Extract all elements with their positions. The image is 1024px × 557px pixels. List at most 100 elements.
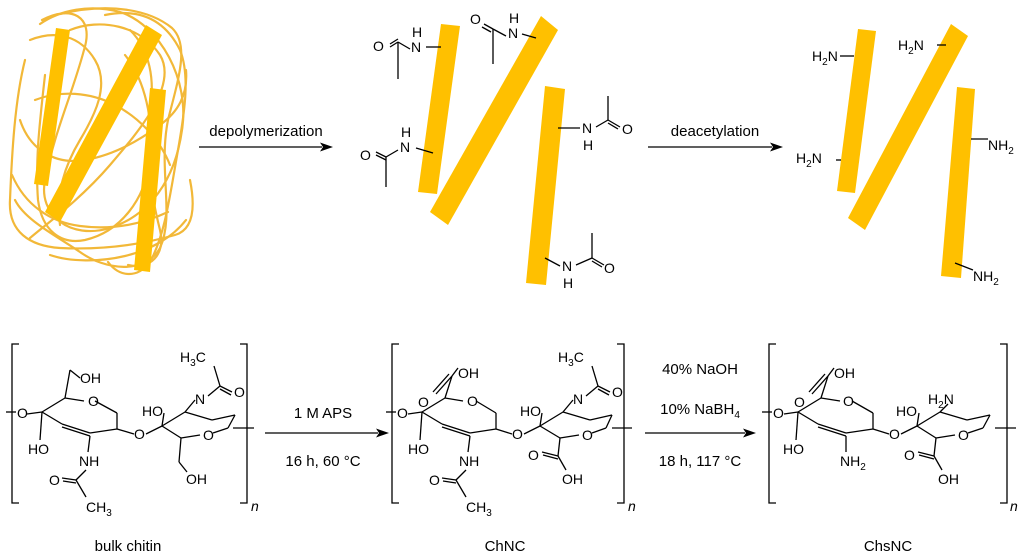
svg-text:OH: OH	[834, 365, 855, 381]
svg-text:O: O	[528, 447, 539, 463]
deacetylation-arrow: deacetylation	[648, 123, 783, 152]
chsnc-rod	[941, 87, 975, 278]
svg-text:N: N	[411, 39, 421, 55]
chsnc-rods: H2N H2N H2N NH2 NH2	[796, 24, 1014, 288]
chnc-structure: n O O O OH HO NH O CH3 O	[386, 343, 636, 555]
amine-group: H2N	[898, 37, 946, 57]
svg-text:H: H	[509, 10, 519, 26]
chitin-rod	[34, 28, 70, 186]
conditions-1: 16 h, 60 °C	[285, 453, 360, 470]
svg-text:O: O	[88, 393, 99, 409]
svg-text:O: O	[622, 121, 633, 137]
chitin-rod	[134, 88, 166, 272]
svg-text:O: O	[467, 393, 478, 409]
svg-text:N: N	[573, 391, 583, 407]
svg-text:H3C: H3C	[558, 349, 584, 369]
svg-text:HO: HO	[520, 403, 541, 419]
svg-text:CH3: CH3	[86, 499, 112, 519]
svg-text:N: N	[508, 25, 518, 41]
reagent-aps: 1 M APS	[294, 405, 352, 422]
svg-text:CH3: CH3	[466, 499, 492, 519]
chitin-rod	[45, 25, 162, 222]
svg-text:O: O	[512, 426, 523, 442]
bulk-chitin-fiber-bundle	[8, 7, 194, 276]
svg-text:OH: OH	[80, 370, 101, 386]
chnc-rod	[418, 24, 460, 194]
svg-text:H: H	[412, 24, 422, 40]
chnc-rod	[526, 86, 565, 285]
svg-text:O: O	[203, 427, 214, 443]
chsnc-structure: n O O O OH HO NH2 O O HO	[762, 343, 1018, 555]
svg-text:O: O	[17, 405, 28, 421]
svg-text:O: O	[470, 11, 481, 27]
svg-text:NH2: NH2	[988, 137, 1014, 157]
svg-text:O: O	[604, 260, 615, 276]
acetamide-group: N H O	[360, 124, 434, 187]
svg-text:N: N	[195, 391, 205, 407]
svg-text:H: H	[583, 137, 593, 153]
svg-text:H: H	[563, 275, 573, 291]
reagent-nabh4: 10% NaBH4	[660, 401, 740, 421]
chnc-rod	[430, 16, 558, 225]
amine-group: H2N	[812, 48, 854, 68]
chnc-rods: N H O N H O N H O	[360, 10, 633, 291]
depolymerization-arrow: depolymerization	[199, 123, 333, 152]
chnc-caption: ChNC	[485, 538, 526, 555]
repeat-n: n	[628, 498, 636, 514]
acetamide-group: N H O	[470, 10, 537, 64]
repeat-n: n	[251, 498, 259, 514]
svg-text:HO: HO	[408, 441, 429, 457]
svg-text:NH: NH	[459, 453, 479, 469]
svg-text:O: O	[582, 427, 593, 443]
deacetylation-label: deacetylation	[671, 123, 759, 140]
svg-text:O: O	[373, 38, 384, 54]
svg-text:O: O	[794, 394, 805, 410]
svg-text:HO: HO	[896, 403, 917, 419]
acetamide-group: N H O	[373, 24, 441, 79]
svg-text:O: O	[397, 405, 408, 421]
svg-text:N: N	[562, 258, 572, 274]
svg-text:HO: HO	[142, 403, 163, 419]
amine-group: NH2	[954, 262, 999, 288]
svg-text:H3C: H3C	[180, 349, 206, 369]
svg-text:NH: NH	[79, 453, 99, 469]
svg-text:OH: OH	[562, 471, 583, 487]
svg-text:H2N: H2N	[812, 48, 838, 68]
svg-text:NH2: NH2	[973, 268, 999, 288]
conditions-2: 18 h, 117 °C	[659, 453, 742, 470]
acetamide-group: N H O	[544, 233, 615, 291]
chsnc-rod	[848, 24, 968, 230]
svg-text:O: O	[889, 426, 900, 442]
svg-text:O: O	[134, 426, 145, 442]
svg-text:H2N: H2N	[898, 37, 924, 57]
svg-text:O: O	[612, 384, 623, 400]
reagent-naoh: 40% NaOH	[662, 361, 738, 378]
depolymerization-label: depolymerization	[209, 123, 322, 140]
reaction-arrow-1: 1 M APS 16 h, 60 °C	[265, 405, 389, 470]
svg-text:N: N	[582, 120, 592, 136]
svg-text:H2N: H2N	[796, 150, 822, 170]
bulk-chitin-caption: bulk chitin	[95, 538, 162, 555]
chsnc-caption: ChsNC	[864, 538, 913, 555]
svg-text:O: O	[904, 447, 915, 463]
bulk-chitin-structure: n O O OH HO NH O CH3 O	[6, 343, 259, 555]
svg-text:O: O	[958, 427, 969, 443]
repeat-n: n	[1010, 498, 1018, 514]
svg-text:HO: HO	[28, 441, 49, 457]
chsnc-rod	[837, 29, 876, 193]
svg-text:N: N	[400, 139, 410, 155]
svg-text:O: O	[360, 147, 371, 163]
svg-text:O: O	[773, 405, 784, 421]
amine-group: H2N	[796, 150, 841, 170]
amine-group: NH2	[971, 137, 1014, 157]
svg-text:O: O	[234, 384, 245, 400]
svg-text:OH: OH	[938, 471, 959, 487]
acetamide-group: N H O	[558, 96, 633, 153]
svg-text:H: H	[401, 124, 411, 140]
svg-text:O: O	[429, 472, 440, 488]
svg-text:OH: OH	[458, 365, 479, 381]
svg-text:OH: OH	[186, 471, 207, 487]
svg-text:NH2: NH2	[840, 453, 866, 473]
svg-text:H2N: H2N	[928, 391, 954, 411]
